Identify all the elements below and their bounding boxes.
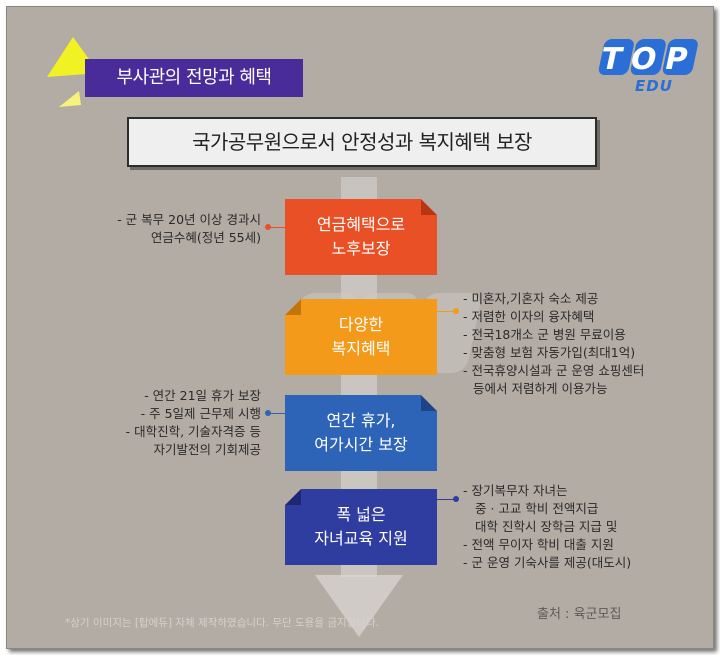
infographic-frame: 부사관의 전망과 혜택 TOP EDU 국가공무원으로서 안정성과 복지혜택 보… xyxy=(6,6,714,649)
step-vacation: 연간 휴가, 여가시간 보장 xyxy=(285,395,437,471)
note-line: - 저렴한 이자의 융자혜택 xyxy=(463,309,595,324)
step-education-line1: 폭 넓은 xyxy=(336,505,386,524)
copyright-notice: *상기 이미지는 [탑에듀] 자체 제작하였습니다. 무단 도용을 금지합니다. xyxy=(65,617,379,629)
note-line: 자기발전의 기회제공 xyxy=(153,442,261,457)
logo-subtext: EDU xyxy=(635,77,673,95)
small-yellow-triangle-icon xyxy=(59,91,81,107)
connector-welfare xyxy=(437,311,455,312)
note-line: - 전국휴양시설과 군 운영 쇼핑센터 xyxy=(463,363,645,378)
note-line: - 주 5일제 근무제 시행 xyxy=(140,406,261,421)
step-vacation-line2: 여가시간 보장 xyxy=(314,435,408,454)
step-education-line2: 자녀교육 지원 xyxy=(314,529,408,548)
connector-dot-vacation xyxy=(265,410,271,416)
step-vacation-line1: 연간 휴가, xyxy=(326,411,396,430)
step-welfare: 다양한 복지혜택 xyxy=(285,299,437,375)
step-pension-fold xyxy=(421,199,437,215)
note-line: - 군 운영 기숙사를 제공(대도시) xyxy=(463,555,632,570)
connector-education xyxy=(437,499,455,500)
step-welfare-line2: 복지혜택 xyxy=(331,339,391,358)
step-pension: 연금혜택으로 노후보장 xyxy=(285,199,437,275)
connector-dot-welfare xyxy=(453,308,459,314)
note-line: 등에서 저렴하게 이용가능 xyxy=(473,381,608,396)
top-edu-logo: TOP xyxy=(598,39,700,77)
connector-vacation xyxy=(269,413,287,414)
note-line: - 장기복무자 자녀는 xyxy=(463,483,568,498)
note-pension: - 군 복무 20년 이상 경과시 연금수혜(정년 55세) xyxy=(117,211,261,247)
note-line: - 전액 무이자 학비 대출 지원 xyxy=(463,537,614,552)
note-vacation: - 연간 21일 휴가 보장 - 주 5일제 근무제 시행 - 대학진학, 기술… xyxy=(126,387,261,459)
subtitle-banner: 국가공무원으로서 안정성과 복지혜택 보장 xyxy=(127,117,597,167)
connector-dot-pension xyxy=(265,224,271,230)
note-education: - 장기복무자 자녀는 중 · 고교 학비 전액지급 대학 진학시 장학금 지급… xyxy=(463,482,631,572)
step-vacation-fold xyxy=(421,395,437,411)
note-line: - 맞춤형 보험 자동가입(최대1억) xyxy=(463,345,636,360)
note-line: - 전국18개소 군 병원 무료이용 xyxy=(463,327,626,342)
connector-pension xyxy=(269,227,287,228)
logo-text: TOP xyxy=(598,42,700,77)
note-line: - 미혼자,기혼자 숙소 제공 xyxy=(463,291,599,306)
note-welfare: - 미혼자,기혼자 숙소 제공 - 저렴한 이자의 융자혜택 - 전국18개소 … xyxy=(463,290,644,398)
note-line: 대학 진학시 장학금 지급 및 xyxy=(475,519,618,534)
connector-dot-education xyxy=(453,496,459,502)
page-title: 부사관의 전망과 혜택 xyxy=(85,59,303,97)
note-line: 연금수혜(정년 55세) xyxy=(150,230,261,245)
note-line: - 대학진학, 기술자격증 등 xyxy=(125,424,261,439)
note-line: - 연간 21일 휴가 보장 xyxy=(144,388,261,403)
note-line: - 군 복무 20년 이상 경과시 xyxy=(117,212,261,227)
step-education: 폭 넓은 자녀교육 지원 xyxy=(285,489,437,565)
source-credit: 출처 : 육군모집 xyxy=(537,607,622,622)
step-welfare-fold xyxy=(285,299,301,315)
step-education-fold xyxy=(285,489,301,505)
note-line: 중 · 고교 학비 전액지급 xyxy=(475,501,599,516)
step-pension-line1: 연금혜택으로 xyxy=(316,215,406,234)
step-pension-line2: 노후보장 xyxy=(331,239,391,258)
step-welfare-line1: 다양한 xyxy=(338,315,384,334)
